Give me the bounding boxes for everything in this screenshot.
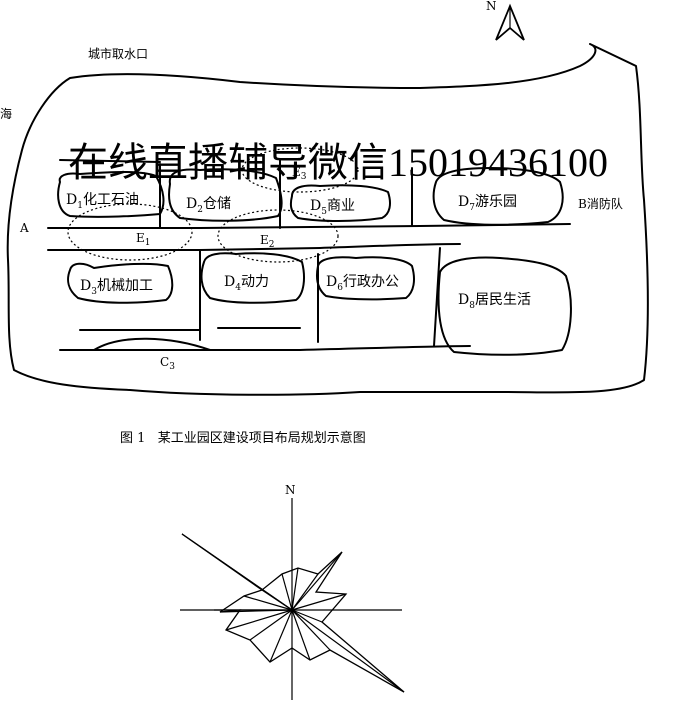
zone-d8: D8居民生活 xyxy=(437,256,572,356)
zone-d6: D6行政办公 xyxy=(316,256,415,301)
svg-text:D2仓储: D2仓储 xyxy=(186,196,231,215)
area-e1: E1 xyxy=(67,203,193,261)
figure-caption: 图 1 某工业园区建设项目布局规划示意图 xyxy=(120,430,366,446)
road-c3-label: C3 xyxy=(160,355,175,372)
svg-text:D6行政办公: D6行政办公 xyxy=(326,274,399,293)
zone-d2: D2仓储 xyxy=(168,168,283,222)
park-boundary xyxy=(6,43,649,396)
area-e2: E2 xyxy=(217,209,339,263)
zone-d5: D5商业 xyxy=(289,184,391,222)
svg-text:D1化工石油: D1化工石油 xyxy=(66,192,139,211)
svg-text:D8居民生活: D8居民生活 xyxy=(458,292,531,311)
road-network xyxy=(47,159,571,351)
svg-text:D5商业: D5商业 xyxy=(310,198,355,217)
north-label: N xyxy=(486,0,497,13)
point-a-label: A xyxy=(19,221,29,235)
water-intake-label: 城市取水口 xyxy=(88,46,148,61)
svg-text:D4动力: D4动力 xyxy=(224,274,269,293)
zone-d1: D1化工石油 xyxy=(57,171,165,218)
area-e3: E3 xyxy=(241,147,359,193)
watermark-text: 在线直播辅导微信15019436100 xyxy=(68,140,608,185)
svg-text:E1: E1 xyxy=(136,231,151,248)
wind-rose xyxy=(180,498,405,700)
sea-label: 海 xyxy=(0,106,12,121)
zone-d7: D7游乐园 xyxy=(432,167,564,226)
zone-d4: D4动力 xyxy=(200,252,305,304)
point-b-label: B消防队 xyxy=(578,196,623,211)
svg-text:E3: E3 xyxy=(292,165,307,182)
wind-rose-north-label: N xyxy=(285,483,296,497)
svg-text:E2: E2 xyxy=(260,233,275,250)
north-arrow-icon xyxy=(495,3,525,41)
svg-text:D7游乐园: D7游乐园 xyxy=(458,194,517,213)
zone-d3: D3机械加工 xyxy=(67,262,174,304)
svg-text:D3机械加工: D3机械加工 xyxy=(80,278,153,297)
